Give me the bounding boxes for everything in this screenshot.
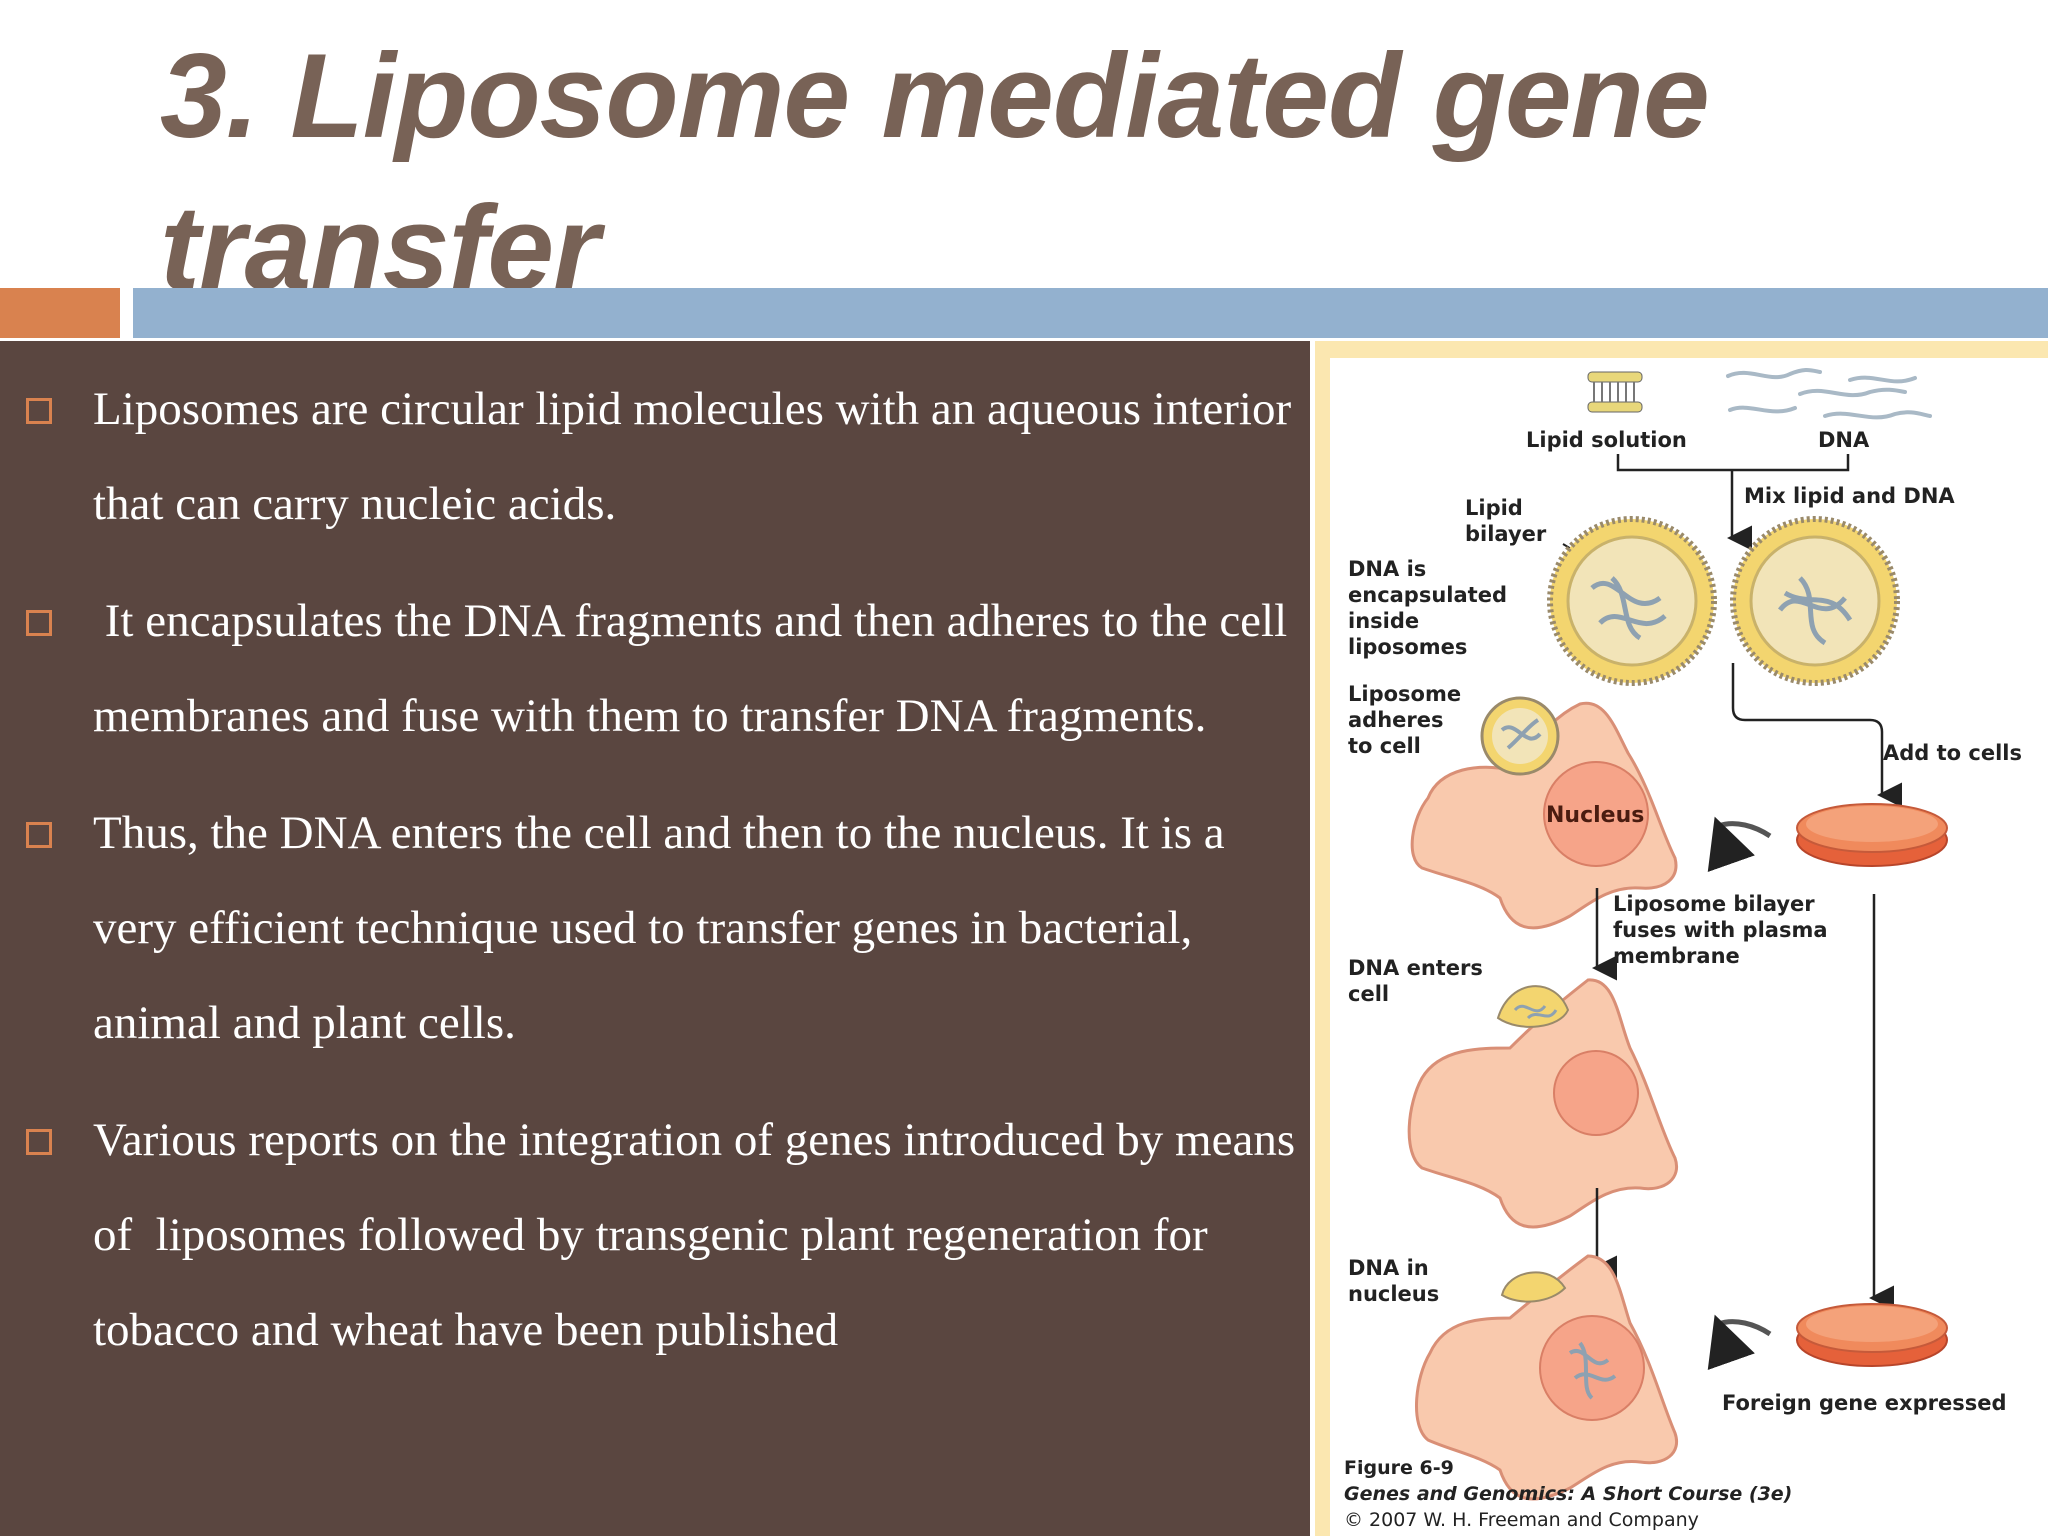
label-lipid-solution: Lipid solution xyxy=(1526,428,1687,452)
dna-strands-icon xyxy=(1726,368,1932,420)
mix-bracket xyxy=(1616,454,1850,551)
label-add-to-cells: Add to cells xyxy=(1883,741,2022,765)
bullet-text: Liposomes are circular lipid molecules w… xyxy=(93,383,1292,530)
label-fuses: Liposome bilayer xyxy=(1613,892,1815,916)
title-accent-blue-bar xyxy=(133,288,2048,338)
square-bullet-icon xyxy=(26,1129,52,1155)
bullet-text: It encapsulates the DNA fragments and th… xyxy=(93,595,1299,742)
liposome-icon xyxy=(1730,516,1900,686)
label-in-nucleus: nucleus xyxy=(1348,1282,1439,1306)
arrow-add-to-cells xyxy=(1731,663,1902,808)
arrow-dish-to-cell xyxy=(1707,816,1772,873)
bullet-text: Various reports on the integration of ge… xyxy=(93,1114,1307,1356)
label-enters: DNA enters xyxy=(1348,956,1483,980)
label-adheres: adheres xyxy=(1348,708,1444,732)
bullet-panel xyxy=(0,341,1310,1536)
cell-icon xyxy=(1410,701,1678,930)
label-adheres: to cell xyxy=(1348,734,1421,758)
bullet-item: Thus, the DNA enters the cell and then t… xyxy=(0,786,1300,1071)
bullet-item: Various reports on the integration of ge… xyxy=(0,1093,1300,1378)
culture-dish-icon xyxy=(1796,1303,1948,1367)
label-lipid-bilayer: Lipid xyxy=(1465,496,1523,520)
figure-caption-book: Genes and Genomics: A Short Course (3e) xyxy=(1344,1483,1792,1505)
label-mix-lipid-dna: Mix lipid and DNA xyxy=(1744,484,1955,508)
culture-dish-icon xyxy=(1796,803,1948,867)
lipid-solution-icon xyxy=(1587,371,1643,413)
label-dna: DNA xyxy=(1818,428,1870,452)
label-fuses: membrane xyxy=(1613,944,1740,968)
bullet-item: It encapsulates the DNA fragments and th… xyxy=(0,574,1300,764)
square-bullet-icon xyxy=(26,822,52,848)
label-nucleus: Nucleus xyxy=(1546,803,1644,828)
label-adheres: Liposome xyxy=(1348,682,1461,706)
title-accent-orange-bar xyxy=(0,288,120,338)
cell-icon xyxy=(1414,1254,1678,1501)
bullet-item: Liposomes are circular lipid molecules w… xyxy=(0,362,1300,552)
bullet-text: Thus, the DNA enters the cell and then t… xyxy=(93,807,1225,1049)
label-encapsulated: DNA is xyxy=(1348,557,1426,581)
label-encapsulated: encapsulated xyxy=(1348,583,1507,607)
label-lipid-bilayer: bilayer xyxy=(1465,522,1547,546)
liposome-diagram: Lipid solution DNA Mix lipid and DNA Lip… xyxy=(1344,368,2022,1531)
label-encapsulated: inside xyxy=(1348,609,1419,633)
label-foreign-gene: Foreign gene expressed xyxy=(1722,1391,2006,1415)
bullet-list: Liposomes are circular lipid molecules w… xyxy=(0,362,1300,1400)
label-encapsulated: liposomes xyxy=(1348,635,1467,659)
label-in-nucleus: DNA in xyxy=(1348,1256,1429,1280)
slide-title: 3. Liposome mediated gene transfer xyxy=(160,29,1710,315)
liposome-icon xyxy=(1547,516,1717,686)
label-fuses: fuses with plasma xyxy=(1613,918,1828,942)
cell-icon xyxy=(1407,978,1678,1229)
adhered-liposome-icon xyxy=(1480,696,1560,776)
figure-caption-number: Figure 6-9 xyxy=(1344,1457,1454,1479)
square-bullet-icon xyxy=(26,398,52,424)
figure-caption-copyright: © 2007 W. H. Freeman and Company xyxy=(1344,1509,1699,1531)
square-bullet-icon xyxy=(26,610,52,636)
arrow-dish-to-cell xyxy=(1707,1314,1772,1371)
label-enters: cell xyxy=(1348,982,1389,1006)
